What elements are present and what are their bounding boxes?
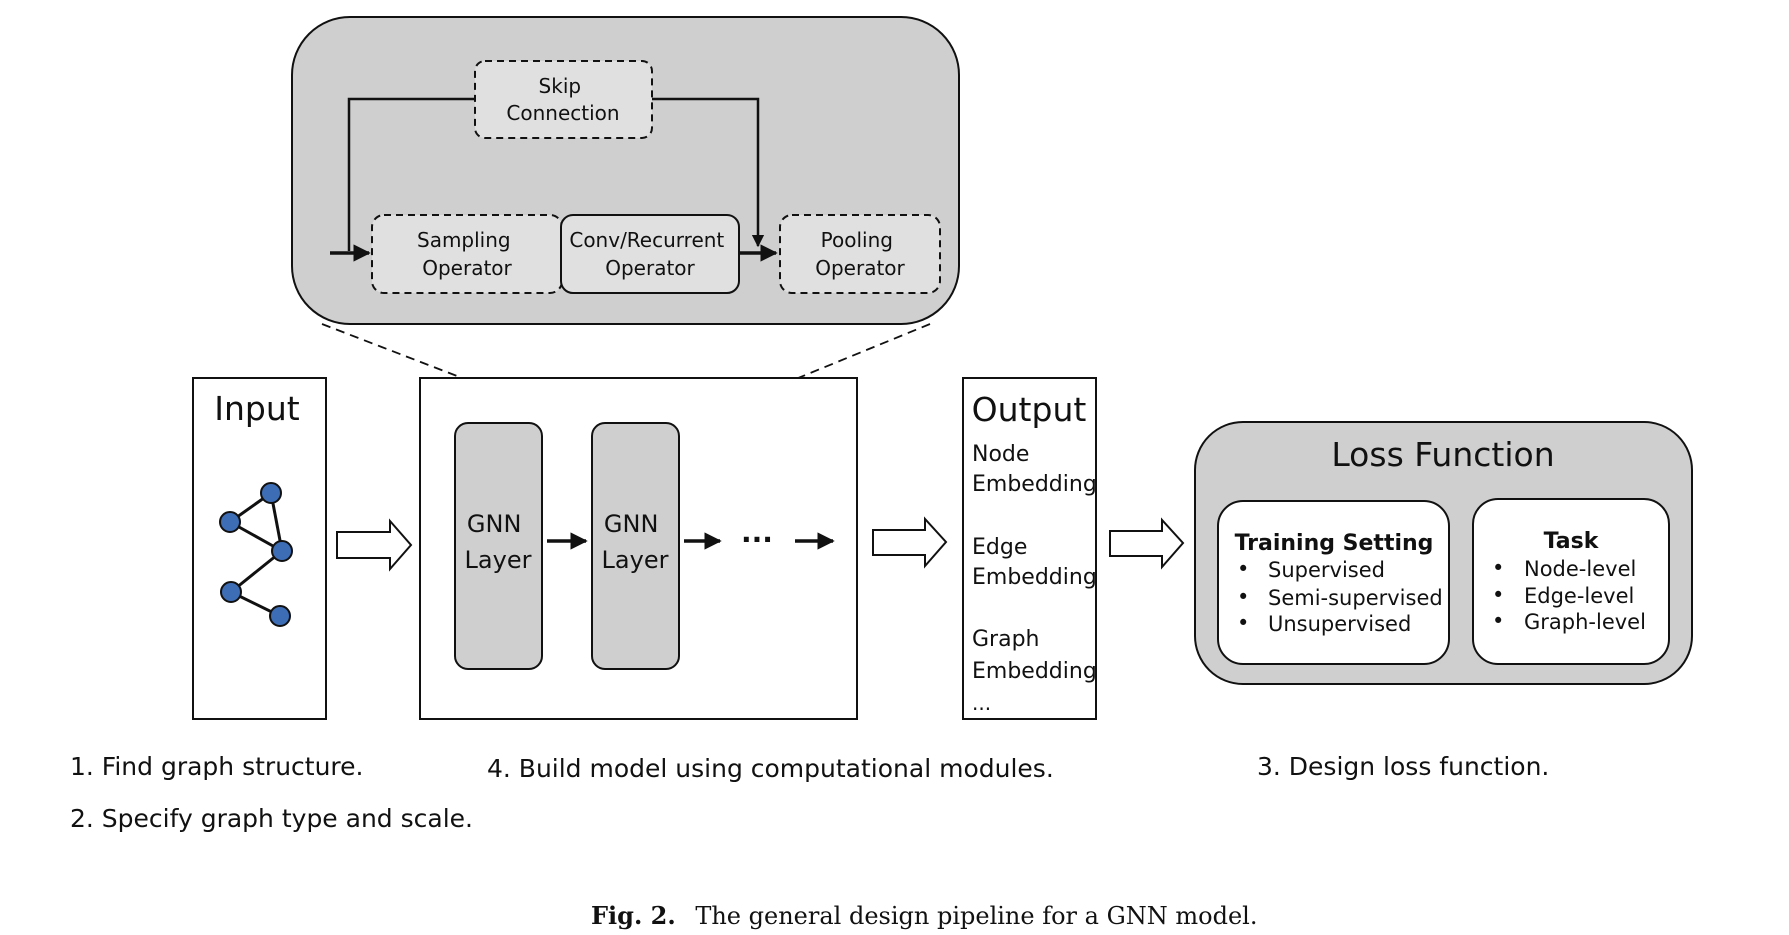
caption-text: The general design pipeline for a GNN mo…	[695, 902, 1257, 930]
input-title: Input	[214, 389, 300, 428]
task-box	[1472, 498, 1670, 665]
svg-text:Conv/Recurrent Operator: Conv/Recurrent Operator	[569, 228, 730, 280]
graph-icon	[219, 482, 293, 627]
training-bullet: •	[1237, 585, 1249, 609]
gnn-layer-2-label: Layer	[602, 546, 669, 574]
task-title: Task	[1544, 529, 1600, 554]
svg-text:GNN Layer: GNN Layer	[602, 510, 669, 574]
output-title: Output	[972, 390, 1087, 429]
svg-text:Graph Embedding: Graph Embedding	[972, 627, 1097, 684]
training-bullet: •	[1237, 557, 1249, 581]
svg-text:Skip Connection: Skip Connection	[506, 74, 619, 125]
sampling-operator-label: Operator	[422, 256, 512, 280]
task-bullet: •	[1492, 583, 1504, 607]
pooling-operator-label: Operator	[815, 256, 905, 280]
skip-connection-label: Skip	[539, 74, 582, 98]
training-item-unsupervised: Unsupervised	[1268, 612, 1411, 636]
hollow-arrow-output-to-loss	[1109, 517, 1185, 570]
task-bullet: •	[1492, 556, 1504, 580]
sampling-operator-box	[371, 214, 563, 294]
step-1-text: 1. Find graph structure.	[70, 752, 364, 781]
step-3-text: 3. Design loss function.	[1257, 752, 1550, 781]
output-item-node: Embedding	[972, 472, 1097, 497]
output-item-edge: Edge	[972, 535, 1027, 560]
gnn-layer-1-box	[454, 422, 543, 670]
gnn-layer-2-box	[591, 422, 680, 670]
skip-connection-right-line	[650, 97, 765, 248]
svg-text:Pooling Operator: Pooling Operator	[815, 228, 905, 280]
skip-connection-box	[474, 60, 653, 139]
output-box	[962, 377, 1097, 720]
training-item-semi-supervised: Semi-supervised	[1268, 586, 1443, 610]
output-item-node: Node	[972, 442, 1029, 467]
skip-connection-left-line	[347, 97, 475, 251]
hollow-arrow-model-to-output	[872, 516, 948, 569]
output-item-graph: Graph	[972, 627, 1039, 652]
task-item-graph-level: Graph-level	[1524, 610, 1646, 634]
caption-label: Fig. 2.	[591, 901, 676, 930]
task-item-edge-level: Edge-level	[1524, 584, 1634, 608]
task-item-node-level: Node-level	[1524, 557, 1636, 581]
training-item-supervised: Supervised	[1268, 558, 1385, 582]
output-item-graph: Embedding	[972, 659, 1097, 684]
sampling-operator-label: Sampling	[417, 228, 511, 252]
gnn-layer-1-label: GNN	[467, 510, 522, 538]
step-2-text: 2. Specify graph type and scale.	[70, 804, 473, 833]
pooling-operator-box	[779, 214, 941, 294]
training-setting-title: Training Setting	[1235, 531, 1434, 556]
step-4-text: 4. Build model using computational modul…	[487, 754, 1054, 783]
output-item-edge: Embedding	[972, 565, 1097, 590]
svg-text:Sampling Operator: Sampling Operator	[417, 228, 517, 280]
conv-operator-label: Conv/Recurrent	[569, 228, 724, 252]
input-box	[192, 377, 327, 720]
training-bullet: •	[1237, 611, 1249, 635]
svg-text:GNN Layer: GNN Layer	[465, 510, 532, 574]
training-setting-box	[1217, 500, 1450, 665]
output-more: ...	[972, 691, 991, 715]
hollow-arrow-input-to-model	[336, 518, 413, 572]
conv-recurrent-operator-box	[560, 214, 740, 294]
svg-text:Edge Embedding: Edge Embedding	[972, 535, 1097, 590]
layer-ellipsis: ···	[741, 523, 773, 556]
conv-operator-label: Operator	[605, 256, 695, 280]
gnn-layer-2-label: GNN	[604, 510, 659, 538]
gnn-layer-1-label: Layer	[465, 546, 532, 574]
pooling-operator-label: Pooling	[821, 228, 893, 252]
task-bullet: •	[1492, 609, 1504, 633]
svg-text:Node Embedding: Node Embedding	[972, 442, 1097, 497]
loss-function-title: Loss Function	[1331, 435, 1554, 474]
skip-connection-label: Connection	[506, 101, 619, 125]
svg-text:Fig. 2. The general design: Fig. 2. The general design pipeline for …	[591, 901, 1257, 930]
